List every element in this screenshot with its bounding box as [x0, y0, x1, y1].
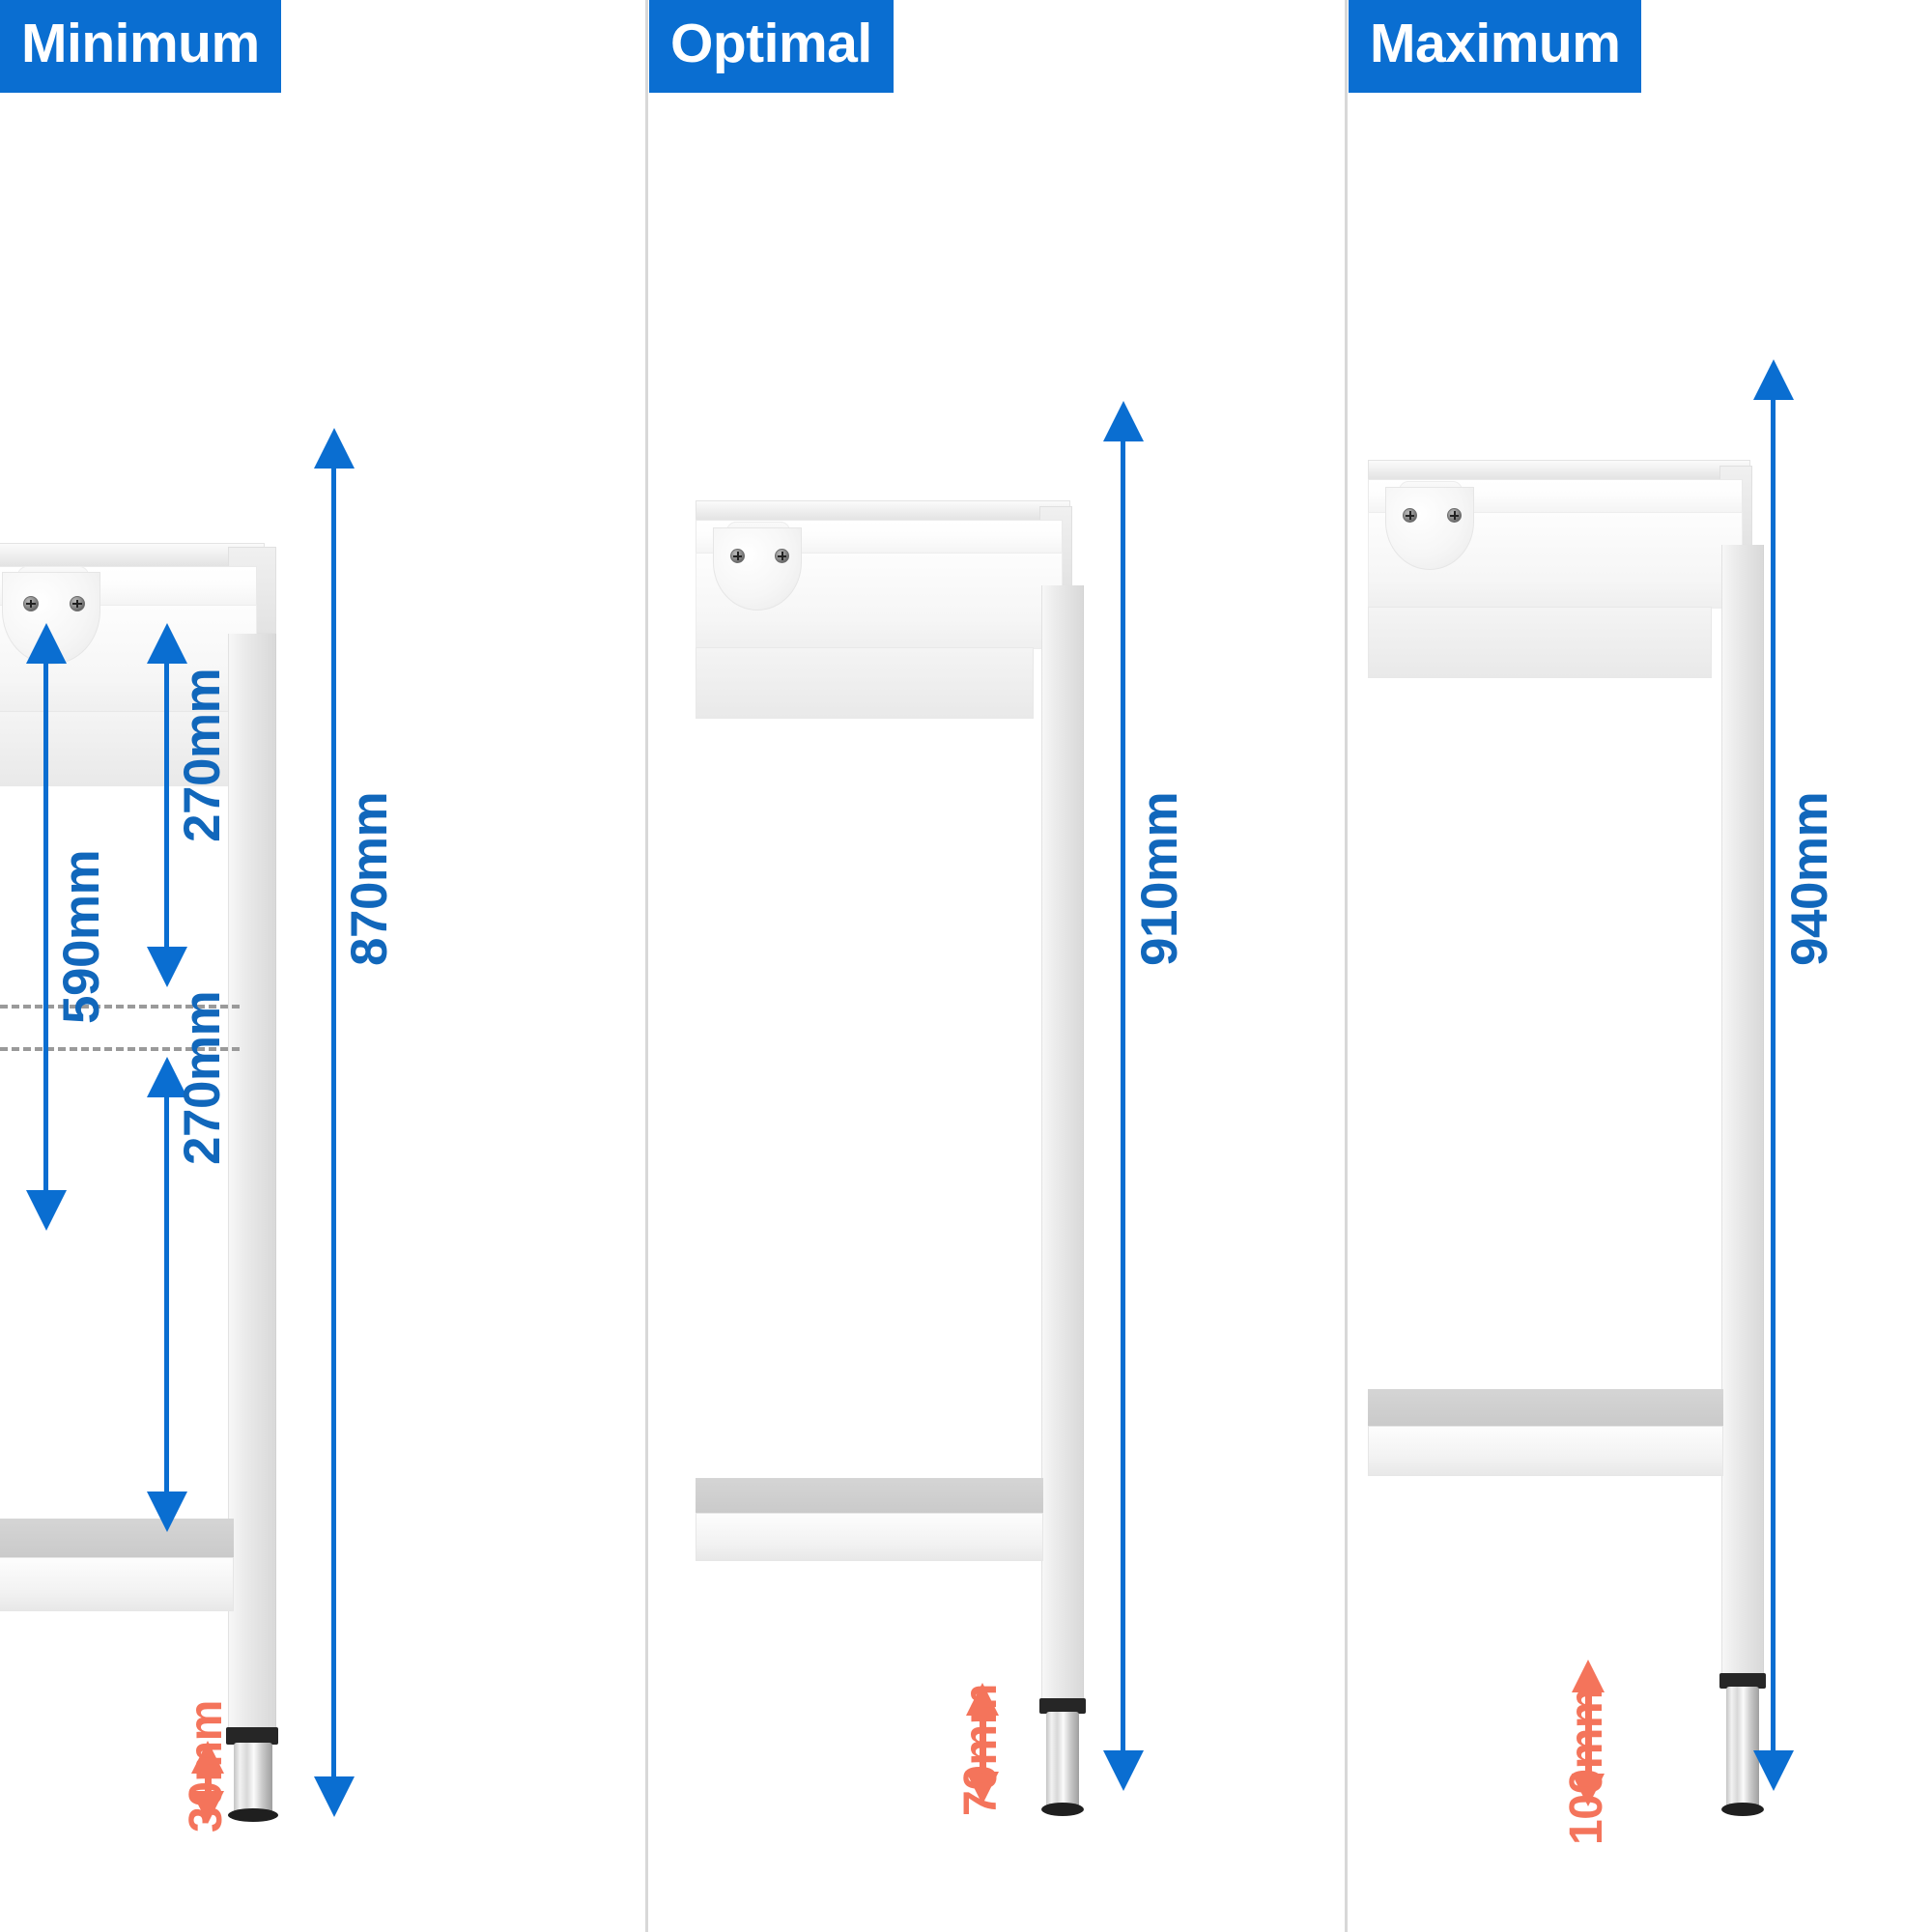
dimension-label-70: 70mm	[955, 1684, 1007, 1816]
arrow-head-down-100	[1572, 1774, 1605, 1806]
dimension-line-100	[1585, 1689, 1592, 1777]
dimension-label-590: 590mm	[53, 849, 110, 1024]
foot-shaft-minimum	[234, 1743, 272, 1814]
foot-collar-minimum	[226, 1727, 278, 1745]
panel-divider-1	[645, 0, 648, 1932]
arrow-head-up-870	[314, 428, 355, 469]
bracket-screw-right-optimal	[775, 549, 789, 563]
mounting-bracket-maximum	[1385, 487, 1474, 570]
dimension-label-870: 870mm	[341, 791, 398, 966]
foot-collar-optimal	[1039, 1698, 1086, 1714]
apron-bevel-optimal	[696, 647, 1034, 719]
dimension-label-100: 100mm	[1561, 1688, 1612, 1845]
bracket-screw-right-minimum	[70, 596, 85, 611]
leg-optimal	[1041, 585, 1084, 1698]
arrow-head-up-70	[966, 1683, 999, 1716]
dimension-line-940	[1771, 397, 1776, 1754]
break-line-lower-minimum	[0, 1047, 240, 1051]
arrow-head-down-870	[314, 1776, 355, 1817]
worktop-lip-optimal	[696, 500, 1070, 522]
apron-bevel-minimum	[0, 711, 232, 786]
badge-minimum: Minimum	[0, 0, 281, 93]
undershelf-back-optimal	[696, 1478, 1043, 1517]
bracket-screw-left-minimum	[23, 596, 39, 611]
arrow-head-up-270-lower	[147, 1057, 187, 1097]
badge-maximum: Maximum	[1349, 0, 1642, 93]
dimension-label-30: 30mm	[181, 1700, 232, 1833]
arrow-head-down-590	[26, 1190, 67, 1231]
worktop-lip-maximum	[1368, 460, 1750, 481]
arrow-head-up-270-upper	[147, 623, 187, 664]
dimension-line-270-lower	[164, 1094, 169, 1495]
arrow-head-down-30	[191, 1791, 224, 1824]
arrow-head-up-590	[26, 623, 67, 664]
arrow-head-down-70	[966, 1772, 999, 1804]
badge-optimal: Optimal	[649, 0, 894, 93]
arrow-head-down-940	[1753, 1750, 1794, 1791]
dimension-line-30	[205, 1770, 212, 1795]
foot-base-maximum	[1721, 1803, 1764, 1816]
foot-base-optimal	[1041, 1803, 1084, 1816]
undershelf-front-maximum	[1368, 1426, 1723, 1476]
dimension-line-70	[980, 1712, 986, 1776]
worktop-lip-minimum	[0, 543, 265, 568]
table-illustration-optimal	[676, 0, 1352, 1932]
dimension-line-590	[43, 661, 48, 1194]
leg-maximum	[1721, 545, 1764, 1673]
foot-collar-maximum	[1719, 1673, 1766, 1689]
dimension-label-270-lower: 270mm	[174, 990, 231, 1165]
dimension-label-270-upper: 270mm	[174, 668, 231, 842]
bracket-screw-left-maximum	[1403, 508, 1417, 523]
undershelf-back-minimum	[0, 1519, 234, 1561]
mounting-bracket-optimal	[713, 527, 802, 611]
undershelf-back-maximum	[1368, 1389, 1723, 1430]
foot-shaft-optimal	[1046, 1712, 1079, 1808]
table-illustration-minimum	[0, 0, 657, 1932]
bracket-screw-right-maximum	[1447, 508, 1462, 523]
dimension-label-910: 910mm	[1131, 791, 1188, 966]
break-line-upper-minimum	[0, 1005, 240, 1009]
apron-bevel-maximum	[1368, 607, 1712, 678]
panel-divider-2	[1345, 0, 1348, 1932]
undershelf-front-minimum	[0, 1557, 234, 1611]
arrow-head-down-270-upper	[147, 947, 187, 987]
dimension-line-270-upper	[164, 661, 169, 951]
dimension-label-940: 940mm	[1781, 791, 1838, 966]
bracket-screw-left-optimal	[730, 549, 745, 563]
arrow-head-up-910	[1103, 401, 1144, 441]
arrow-head-up-940	[1753, 359, 1794, 400]
dimension-line-910	[1121, 439, 1125, 1754]
leg-minimum	[228, 634, 276, 1727]
dimension-line-870	[331, 466, 336, 1780]
arrow-head-up-100	[1572, 1660, 1605, 1692]
foot-base-minimum	[228, 1808, 278, 1822]
arrow-head-down-910	[1103, 1750, 1144, 1791]
table-illustration-maximum	[1349, 0, 1932, 1932]
arrow-head-down-270-lower	[147, 1492, 187, 1532]
arrow-head-up-30	[191, 1741, 224, 1774]
undershelf-front-optimal	[696, 1513, 1043, 1561]
